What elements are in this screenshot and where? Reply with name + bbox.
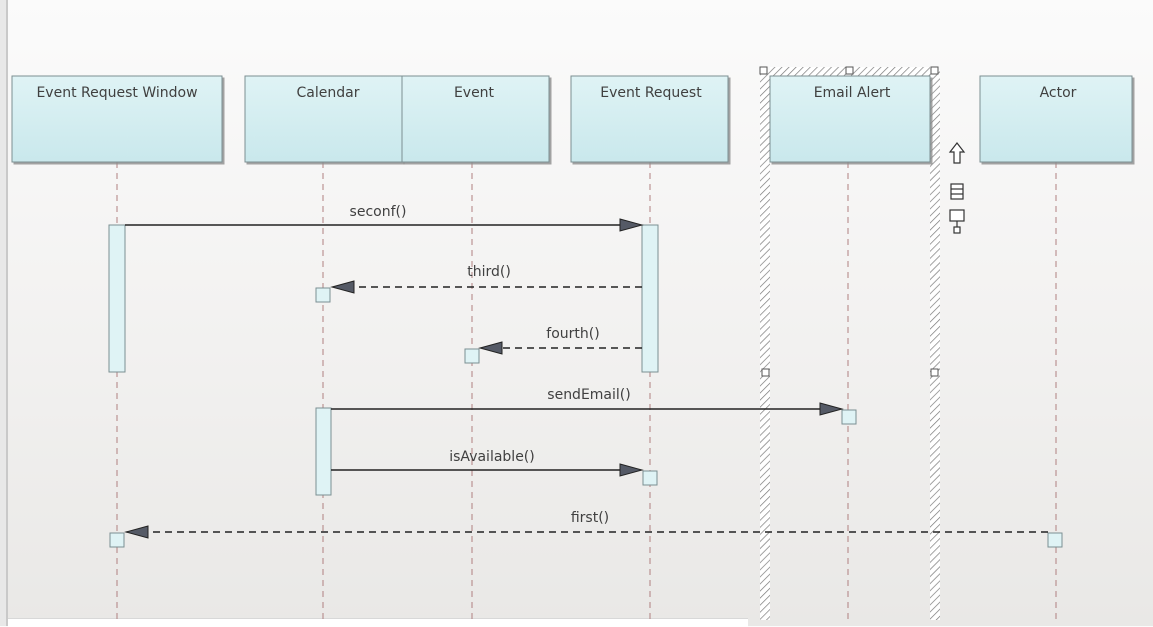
arrowhead xyxy=(619,463,644,477)
arrowhead xyxy=(478,341,503,355)
message-isavailable[interactable]: isAvailable() xyxy=(331,449,644,477)
selection-hatch-right xyxy=(930,70,940,620)
activation-box-erw[interactable] xyxy=(109,532,125,548)
activation-box-er[interactable] xyxy=(642,470,658,486)
arrowhead xyxy=(330,280,355,294)
lifeline-box[interactable] xyxy=(11,75,223,163)
message-label: seconf() xyxy=(350,204,407,220)
lifeline-cal[interactable]: Calendar xyxy=(244,75,403,163)
lifeline-box[interactable] xyxy=(570,75,729,163)
lifeline-act[interactable]: Actor xyxy=(979,75,1133,163)
activation-box-ea[interactable] xyxy=(841,409,857,425)
message-label: third() xyxy=(467,264,511,280)
list-icon[interactable] xyxy=(950,183,964,200)
resize-handle-tr[interactable] xyxy=(930,66,939,75)
lifeline-box[interactable] xyxy=(401,75,550,163)
lifeline-label: Event Request xyxy=(600,85,702,101)
lifeline-box[interactable] xyxy=(244,75,403,163)
activation-box-act[interactable] xyxy=(1047,532,1063,548)
lifeline-label: Event xyxy=(454,85,495,101)
lifeline-box[interactable] xyxy=(979,75,1133,163)
lifeline-ea[interactable]: Email Alert xyxy=(769,75,931,163)
lifeline-box[interactable] xyxy=(769,75,931,163)
activation-bar-er[interactable] xyxy=(641,224,659,373)
message-fourth[interactable]: fourth() xyxy=(478,326,642,355)
lifeline-label: Event Request Window xyxy=(36,85,197,101)
resize-handle-ml[interactable] xyxy=(761,368,770,377)
activation-bar-cal[interactable] xyxy=(315,407,332,496)
activation-bar-erw[interactable] xyxy=(108,224,126,373)
activation-box-evt[interactable] xyxy=(464,348,480,364)
message-label: fourth() xyxy=(546,326,599,342)
message-third[interactable]: third() xyxy=(330,264,642,294)
arrowhead xyxy=(819,402,844,416)
lifeline-label: Calendar xyxy=(297,85,360,101)
lifeline-er[interactable]: Event Request xyxy=(570,75,729,163)
lifeline-evt[interactable]: Event xyxy=(401,75,550,163)
lifeline-label: Actor xyxy=(1040,85,1077,101)
message-label: first() xyxy=(571,510,609,526)
message-label: isAvailable() xyxy=(449,449,534,465)
resize-handle-tl[interactable] xyxy=(759,66,768,75)
message-label: sendEmail() xyxy=(547,387,630,403)
flag-icon[interactable] xyxy=(949,209,965,234)
selection-frame[interactable] xyxy=(759,66,940,620)
activation-box-cal[interactable] xyxy=(315,287,331,303)
lifeline-erw[interactable]: Event Request Window xyxy=(11,75,223,163)
quick-toolbar xyxy=(948,142,966,234)
horizontal-scrollbar[interactable] xyxy=(8,618,748,627)
resize-handle-tm[interactable] xyxy=(845,66,854,75)
message-seconf[interactable]: seconf() xyxy=(125,204,644,232)
message-first[interactable]: first() xyxy=(124,510,1048,539)
arrowhead xyxy=(124,525,149,539)
resize-handle-mr[interactable] xyxy=(930,368,939,377)
selection-hatch-left xyxy=(760,70,770,620)
arrowhead xyxy=(619,218,644,232)
message-sendemail[interactable]: sendEmail() xyxy=(331,387,844,416)
activation-bars xyxy=(108,224,1063,548)
lifeline-label: Email Alert xyxy=(814,85,891,101)
canvas-left-border xyxy=(0,0,8,626)
up-arrow-icon[interactable] xyxy=(948,142,966,164)
